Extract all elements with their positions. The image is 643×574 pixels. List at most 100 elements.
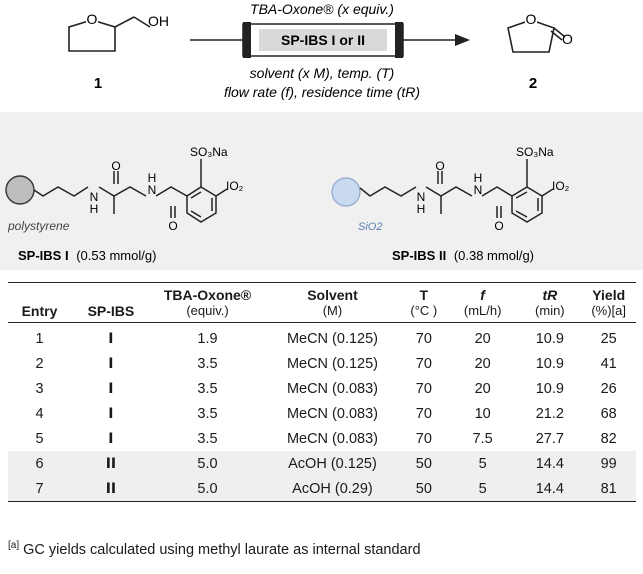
amide-nh-label-2: N — [148, 183, 157, 197]
cell-tba-oxone-equiv: 1.9 — [197, 330, 218, 347]
cell-residence-time: 14.4 — [518, 451, 582, 476]
header-yield-unit: (%)[a] — [591, 303, 626, 318]
cell-entry: 6 — [8, 451, 71, 476]
cell-yield: 68 — [600, 405, 617, 422]
amide-h-label-2: H — [148, 171, 157, 185]
carbonyl-o-label-3: O — [435, 159, 444, 173]
starting-material-structure — [68, 16, 151, 52]
header-flow-rate-label: f — [480, 287, 485, 303]
table-header-row: Entry SP-IBS TBA-Oxone®(equiv.) Solvent(… — [8, 282, 636, 323]
cell-solvent: MeCN (0.083) — [286, 380, 378, 397]
polystyrene-bead — [5, 175, 35, 205]
cell-yield: 25 — [600, 330, 617, 347]
sp-ibs-2-caption: SP-IBS II (0.38 mmol/g) — [392, 248, 534, 263]
cell-tba-oxone-equiv: 3.5 — [197, 380, 218, 397]
reaction-scheme: O OH 1 TBA-Oxone® (x equiv.) SP-IBS I or… — [68, 1, 573, 100]
carbonyl-o-label: O — [111, 159, 120, 173]
compound-1-label: 1 — [94, 75, 102, 92]
sp-ibs-2-structure: N H O H N O SO₃Na IO₂ — [331, 145, 570, 233]
cell-temperature: 70 — [415, 405, 432, 422]
header-temperature-unit: (°C ) — [410, 303, 438, 318]
header-tba-oxone: TBA-Oxone®(equiv.) — [150, 282, 265, 323]
cell-yield: 99 — [581, 451, 636, 476]
header-yield: Yield(%)[a] — [581, 282, 636, 323]
reactor-label: SP-IBS I or II — [281, 32, 365, 48]
amide-h-label: H — [90, 202, 99, 216]
cell-solvent: MeCN (0.083) — [286, 430, 378, 447]
footnote-text: GC yields calculated using methyl laurat… — [19, 541, 421, 558]
silica-bead-label: SiO2 — [358, 221, 382, 233]
header-temperature: T(°C ) — [400, 282, 447, 323]
header-tba-oxone-unit: (equiv.) — [186, 303, 229, 318]
cell-flow-rate: 5 — [446, 451, 519, 476]
packed-bed-reactor — [242, 22, 404, 58]
cell-residence-time: 27.7 — [535, 430, 564, 447]
header-solvent: Solvent(M) — [264, 282, 401, 323]
cell-temperature: 70 — [415, 330, 432, 347]
cell-temperature: 70 — [415, 355, 432, 372]
cell-tba-oxone-equiv: 3.5 — [197, 355, 218, 372]
iodyl-label-2: IO₂ — [552, 179, 570, 193]
cell-residence-time: 21.2 — [535, 405, 564, 422]
cell-temperature: 70 — [415, 380, 432, 397]
header-solvent-unit: (M) — [322, 303, 343, 318]
amide-nh-label-3: N — [417, 190, 426, 204]
optimization-table: Entry SP-IBS TBA-Oxone®(equiv.) Solvent(… — [8, 282, 636, 502]
cell-tba-oxone-equiv: 5.0 — [150, 451, 265, 476]
reagent-label: TBA-Oxone® (x equiv.) — [250, 1, 394, 17]
cell-sp-ibs: I — [108, 380, 114, 397]
cell-solvent: AcOH (0.125) — [264, 451, 401, 476]
cell-yield: 81 — [581, 476, 636, 502]
cell-flow-rate: 20 — [474, 355, 491, 372]
sp-ibs-1-structure: N H O H N O SO₃Na IO₂ — [5, 145, 244, 233]
carbonyl-o-label-4: O — [494, 219, 503, 233]
amide-h-label-4: H — [474, 171, 483, 185]
cell-entry: 3 — [35, 380, 44, 397]
cell-yield: 41 — [600, 355, 617, 372]
sp-ibs-1-loading: (0.53 mmol/g) — [76, 248, 156, 263]
silica-bead — [331, 177, 361, 207]
cell-residence-time: 14.4 — [518, 476, 582, 502]
cell-residence-time: 10.9 — [535, 380, 564, 397]
sulfonate-label: SO₃Na — [190, 145, 228, 159]
cell-sp-ibs: II — [71, 451, 151, 476]
cell-yield: 26 — [600, 380, 617, 397]
cell-yield: 82 — [600, 430, 617, 447]
amide-nh-label: N — [90, 190, 99, 204]
iodyl-label: IO₂ — [226, 179, 244, 193]
cell-sp-ibs: I — [108, 330, 114, 347]
header-residence-time-label: tR — [542, 287, 558, 303]
hydroxyl-label: OH — [148, 13, 169, 29]
cell-solvent: MeCN (0.125) — [286, 355, 378, 372]
cell-flow-rate: 10 — [474, 405, 491, 422]
header-flow-rate-unit: (mL/h) — [463, 303, 502, 318]
cell-temperature: 50 — [400, 476, 447, 502]
cell-entry: 7 — [8, 476, 71, 502]
cell-flow-rate: 7.5 — [472, 430, 493, 447]
cell-flow-rate: 5 — [446, 476, 519, 502]
header-solvent-label: Solvent — [307, 287, 358, 303]
cell-sp-ibs: I — [108, 405, 114, 422]
lactone-ring-oxygen-label: O — [526, 11, 537, 27]
header-tba-oxone-label: TBA-Oxone® — [163, 287, 252, 303]
header-residence-time: tR(min) — [518, 282, 582, 323]
header-sp-ibs: SP-IBS — [71, 282, 151, 323]
compound-2-label: 2 — [529, 75, 537, 92]
conditions-line-1: solvent (x M), temp. (T) — [250, 65, 395, 81]
carbonyl-o-label-2: O — [168, 219, 177, 233]
sp-ibs-1-name: SP-IBS I — [18, 248, 69, 263]
cell-solvent: MeCN (0.125) — [286, 330, 378, 347]
cell-tba-oxone-equiv: 5.0 — [150, 476, 265, 502]
header-residence-time-unit: (min) — [535, 303, 565, 318]
cell-flow-rate: 20 — [474, 330, 491, 347]
cell-residence-time: 10.9 — [535, 355, 564, 372]
header-temperature-label: T — [419, 287, 429, 303]
cell-solvent: AcOH (0.29) — [264, 476, 401, 502]
carbonyl-oxygen-label: O — [562, 31, 573, 47]
sp-ibs-2-name: SP-IBS II — [392, 248, 446, 263]
